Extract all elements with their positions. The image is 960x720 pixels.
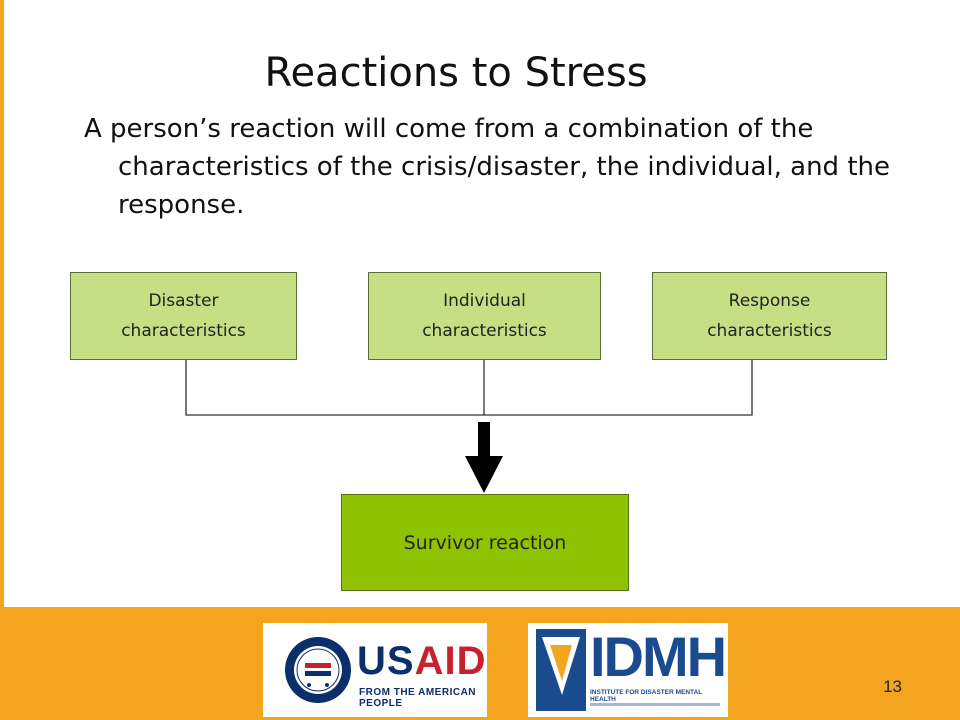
usaid-tagline: FROM THE AMERICAN PEOPLE: [359, 687, 477, 709]
survivor-reaction-box: Survivor reaction: [341, 494, 629, 591]
response-characteristics-box: Response characteristics: [652, 272, 887, 360]
response-characteristics-label: Response characteristics: [707, 291, 832, 341]
disaster-characteristics-label: Disaster characteristics: [121, 291, 246, 341]
idmh-tagline: INSTITUTE FOR DISASTER MENTAL HEALTH: [590, 689, 703, 703]
usaid-wordmark: USAID: [357, 639, 487, 683]
footer-bar: USAID FROM THE AMERICAN PEOPLE IDMH INST…: [0, 607, 960, 720]
usaid-logo: USAID FROM THE AMERICAN PEOPLE: [263, 623, 487, 717]
left-accent-stripe: [0, 0, 4, 607]
survivor-reaction-label: Survivor reaction: [403, 531, 567, 554]
idmh-logo: IDMH INSTITUTE FOR DISASTER MENTAL HEALT…: [528, 623, 728, 717]
bracket-line: [185, 360, 753, 416]
usaid-seal-icon: [285, 637, 351, 703]
disaster-characteristics-box: Disaster characteristics: [70, 272, 297, 360]
slide-body-text: A person’s reaction will come from a com…: [84, 114, 890, 220]
idmh-wordmark: IDMH: [590, 625, 727, 688]
individual-characteristics-label: Individual characteristics: [422, 291, 547, 341]
individual-characteristics-box: Individual characteristics: [368, 272, 601, 360]
idmh-subline: [590, 703, 720, 706]
down-arrow-icon: [465, 422, 503, 493]
page-number: 13: [883, 677, 902, 696]
slide-title: Reactions to Stress: [264, 50, 648, 96]
idmh-emblem-icon: [536, 629, 586, 711]
